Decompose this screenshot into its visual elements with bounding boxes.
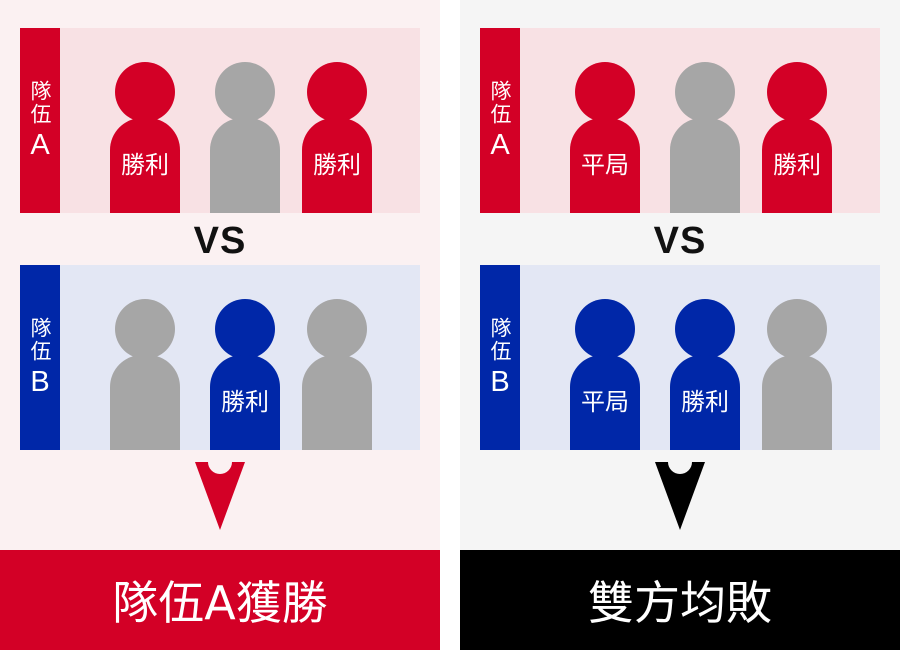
result-text: 隊伍A獲勝 [112,576,328,630]
player-status: 勝利 [121,151,169,179]
team-a-tag: 隊伍 A [480,28,520,213]
player-status: 平局 [581,151,629,179]
team-b-box: 隊伍 B 勝利 [20,265,420,450]
person-icon: 勝利 [762,28,832,213]
person-icon: 勝利 [210,265,280,450]
person-icon: 勝利 [670,265,740,450]
person-icon [110,265,180,450]
team-b-label: 隊伍 [488,316,512,363]
team-a-box: 隊伍 A 勝利 勝利 [20,28,420,213]
arrow-down-icon [195,462,245,530]
result-banner: 雙方均敗 [460,550,900,650]
player-status: 勝利 [221,388,269,416]
vs-label: VS [193,220,247,262]
right-scenario-panel: 隊伍 A 平局 勝利 VS 隊伍 B 平局 勝利 [460,0,900,650]
team-a-letter: A [30,128,50,161]
team-b-tag: 隊伍 B [480,265,520,450]
player-status: 勝利 [313,151,361,179]
arrow-down-icon [655,462,705,530]
left-scenario-panel: 隊伍 A 勝利 勝利 VS 隊伍 B 勝利 [0,0,440,650]
person-icon [302,265,372,450]
team-b-letter: B [30,365,50,398]
person-icon: 平局 [570,265,640,450]
vs-label: VS [653,220,707,262]
result-text: 雙方均敗 [588,576,772,630]
team-b-label: 隊伍 [28,316,52,363]
team-a-label: 隊伍 [28,79,52,126]
team-a-box: 隊伍 A 平局 勝利 [480,28,880,213]
team-a-tag: 隊伍 A [20,28,60,213]
person-icon: 勝利 [302,28,372,213]
person-icon [210,28,280,213]
person-icon [762,265,832,450]
team-a-label: 隊伍 [488,79,512,126]
player-status: 勝利 [681,388,729,416]
person-icon [670,28,740,213]
player-status: 平局 [581,388,629,416]
team-a-letter: A [490,128,510,161]
person-icon: 勝利 [110,28,180,213]
team-b-letter: B [490,365,510,398]
team-b-box: 隊伍 B 平局 勝利 [480,265,880,450]
player-status: 勝利 [773,151,821,179]
team-b-tag: 隊伍 B [20,265,60,450]
result-banner: 隊伍A獲勝 [0,550,440,650]
person-icon: 平局 [570,28,640,213]
